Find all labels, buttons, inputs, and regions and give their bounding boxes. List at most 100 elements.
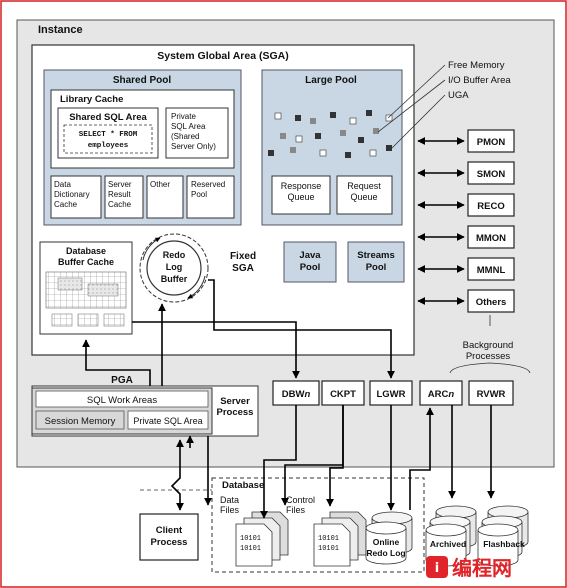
java-pool-box: [283, 241, 337, 283]
streams-pool-box: [347, 241, 405, 283]
svg-text:10101: 10101: [318, 545, 339, 553]
control-files-label-1: Control: [286, 495, 315, 505]
shared-sql-area-box: [57, 107, 159, 159]
private-sql-area-box: [127, 410, 209, 430]
svg-text:CKPT: CKPT: [330, 389, 356, 400]
client-process-label-2: Process: [151, 537, 188, 548]
svg-text:SQL Area: SQL Area: [171, 122, 206, 131]
svg-text:Dictionary: Dictionary: [54, 190, 90, 199]
sga-to-process-arrows: [132, 279, 395, 379]
svg-text:Fixed: Fixed: [230, 251, 256, 262]
svg-text:Buffer: Buffer: [161, 274, 188, 284]
mmnl-box: [467, 257, 515, 281]
database-title: Database: [222, 480, 264, 491]
shared-sql-area-title: Shared SQL Area: [69, 112, 147, 123]
watermark-logo: i 编程网: [426, 556, 512, 580]
svg-text:PMON: PMON: [477, 137, 506, 148]
arcn-box: ARCn: [419, 380, 463, 406]
svg-text:i: i: [435, 561, 439, 576]
svg-text:RVWR: RVWR: [477, 389, 506, 400]
client-process-label-1: Client: [156, 525, 183, 536]
svg-text:Archived: Archived: [430, 539, 466, 549]
background-process-arrows: [417, 137, 465, 305]
svg-text:Session Memory: Session Memory: [45, 416, 116, 427]
svg-text:Redo: Redo: [163, 250, 186, 260]
process-to-disk-arrows: [260, 405, 495, 519]
svg-text:Queue: Queue: [287, 192, 314, 202]
flashback-log-icon: Flashback: [477, 505, 529, 567]
server-process-label-2: Process: [217, 407, 254, 418]
server-to-sga-arrows: [82, 303, 166, 386]
sql-line-1: SELECT * FROM: [79, 131, 138, 139]
others-box: [467, 289, 515, 313]
svg-text:Streams: Streams: [357, 250, 395, 261]
svg-text:LGWR: LGWR: [376, 389, 405, 400]
svg-text:Private SQL Area: Private SQL Area: [133, 416, 202, 426]
control-files-label-2: Files: [286, 505, 306, 515]
data-dictionary-cache-box: [50, 175, 102, 219]
server-to-files-arrows: [186, 435, 212, 506]
svg-text:Log: Log: [166, 262, 183, 272]
legend-leaders: [377, 64, 446, 149]
lgwr-box: LGWR: [369, 380, 413, 406]
reserved-pool-box: [186, 175, 235, 219]
server-result-cache-box: [104, 175, 144, 219]
client-process-box: [139, 513, 199, 561]
svg-text:10101: 10101: [240, 535, 261, 543]
svg-text:10101: 10101: [318, 535, 339, 543]
legend-uga: UGA: [448, 90, 469, 101]
svg-text:Redo Log: Redo Log: [366, 548, 405, 558]
svg-text:Reserved: Reserved: [191, 180, 225, 189]
svg-text:Request: Request: [347, 181, 381, 191]
other-box: [146, 175, 184, 219]
svg-text:Java: Java: [299, 250, 321, 261]
dbwn-box: DBWn: [272, 380, 320, 406]
client-server-connection: [170, 439, 184, 511]
fixed-sga-box: [217, 243, 269, 283]
smon-box: [467, 161, 515, 185]
svg-text:SGA: SGA: [232, 263, 254, 274]
session-memory-box: [35, 410, 125, 430]
svg-text:Flashback: Flashback: [483, 539, 525, 549]
svg-text:Buffer Cache: Buffer Cache: [58, 257, 114, 267]
pga-title: PGA: [111, 375, 133, 386]
data-files-label-2: Files: [220, 505, 240, 515]
ckpt-box: CKPT: [321, 380, 365, 406]
svg-text:Cache: Cache: [108, 200, 132, 209]
svg-text:Result: Result: [108, 190, 131, 199]
svg-text:SMON: SMON: [477, 169, 506, 180]
svg-text:(Shared: (Shared: [171, 132, 199, 141]
svg-text:MMON: MMON: [476, 233, 506, 244]
control-files-icon: 10101 10101: [313, 511, 367, 567]
legend-io-buffer-area: I/O Buffer Area: [448, 75, 511, 86]
svg-text:Pool: Pool: [366, 262, 387, 273]
svg-text:Online: Online: [373, 537, 400, 547]
background-processes-label-1: Background: [463, 340, 514, 351]
sql-work-areas-box: [35, 390, 209, 408]
legend-free-memory: Free Memory: [448, 60, 505, 71]
data-files-icon: 10101 10101: [235, 511, 289, 567]
svg-text:Pool: Pool: [300, 262, 321, 273]
large-pool-memory-blocks: [268, 110, 393, 158]
private-sql-area-shared-box: [165, 107, 229, 159]
svg-text:DBWn: DBWn: [282, 389, 311, 400]
svg-text:RECO: RECO: [477, 201, 504, 212]
svg-text:MMNL: MMNL: [477, 265, 506, 276]
online-redo-log-icon: Online Redo Log: [365, 511, 413, 565]
reco-box: [467, 193, 515, 217]
background-processes-label-2: Processes: [466, 351, 511, 362]
svg-text:SQL Work Areas: SQL Work Areas: [87, 395, 157, 406]
svg-text:Server: Server: [108, 180, 132, 189]
svg-text:Response: Response: [281, 181, 322, 191]
instance-title: Instance: [38, 24, 83, 36]
svg-text:Others: Others: [476, 297, 507, 308]
svg-text:Queue: Queue: [350, 192, 377, 202]
svg-text:Cache: Cache: [54, 200, 78, 209]
svg-text:Data: Data: [54, 180, 71, 189]
svg-text:Server Only): Server Only): [171, 142, 216, 151]
redo-log-buffer: Redo Log Buffer: [139, 233, 209, 303]
mmon-box: [467, 225, 515, 249]
library-cache-title: Library Cache: [60, 94, 123, 105]
